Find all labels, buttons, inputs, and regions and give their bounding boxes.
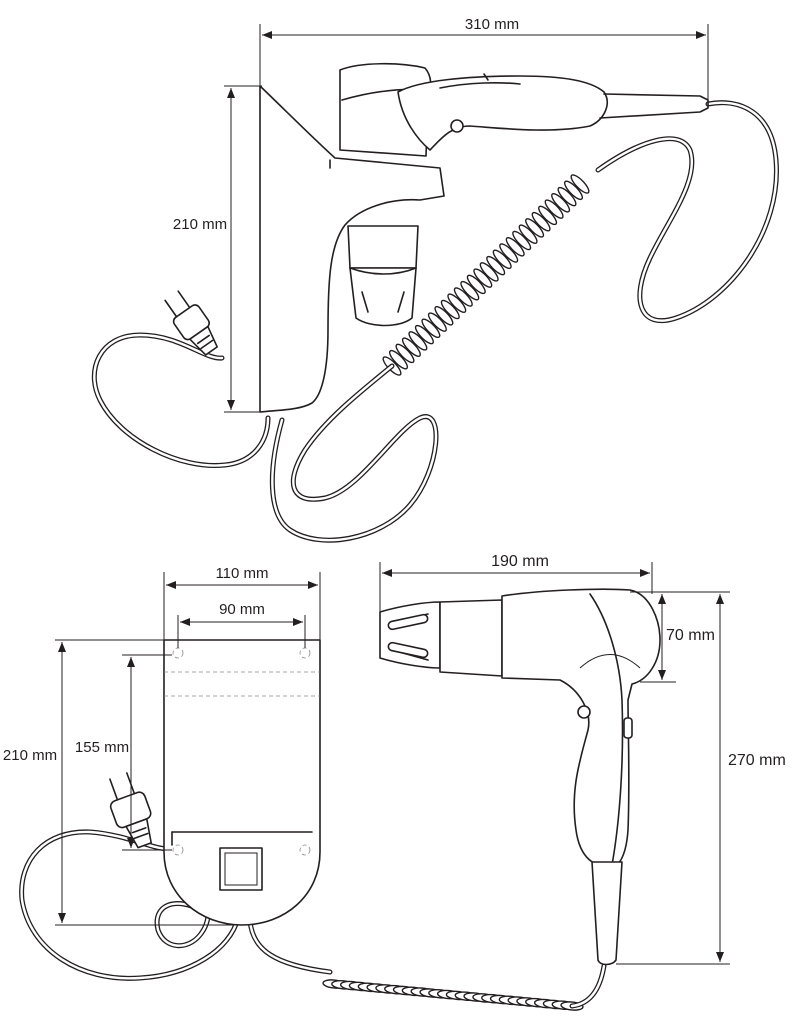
dim-270-label: 270 mm [728, 752, 786, 769]
coil-ring [479, 262, 499, 282]
coil-ring [551, 193, 571, 213]
dim-210-top: 210 mm [173, 85, 262, 413]
dim-310-label: 310 mm [465, 16, 519, 33]
dim-90: 90 mm [177, 601, 306, 648]
coil-ring [486, 255, 506, 276]
dim-270: 270 mm [616, 591, 786, 965]
side-view-assembly: 310 mm 210 mm [91, 16, 779, 543]
coil-ring [388, 349, 409, 370]
coil-ring [525, 218, 545, 238]
coil-ring [538, 205, 558, 226]
coil-ring [447, 293, 467, 313]
coil-ring [408, 331, 428, 351]
dim-190: 190 mm [379, 553, 653, 612]
coil-ring [505, 237, 525, 257]
coil-ring [427, 312, 447, 332]
dim-210-top-label: 210 mm [173, 216, 227, 233]
dim-210-bottom-label: 210 mm [3, 747, 57, 764]
dryer-front-view: 190 mm 70 mm 270 mm [322, 553, 786, 1011]
dim-90-label: 90 mm [219, 601, 265, 618]
coil-ring [531, 211, 551, 232]
coil-ring [434, 306, 454, 326]
coil-ring [518, 224, 538, 244]
coiled-cord-top [382, 174, 590, 376]
wall-plug-top [164, 290, 219, 356]
dryer-cord-bottom-loop [269, 363, 439, 543]
coil-ring [466, 274, 486, 295]
coiled-cord-bottom [322, 979, 584, 1011]
dim-155-label: 155 mm [75, 739, 129, 756]
holder-front-view: 110 mm 90 mm 210 mm 155 mm [3, 565, 333, 981]
dim-190-label: 190 mm [491, 553, 549, 570]
dim-110-label: 110 mm [215, 565, 268, 582]
coil-ring [499, 243, 519, 263]
coil-ring [563, 180, 584, 201]
wall-holder-side [259, 85, 445, 413]
dim-110: 110 mm [163, 565, 321, 640]
coil-ring [557, 186, 577, 207]
coil-ring [401, 337, 421, 357]
dryer-side-view [339, 62, 709, 327]
dim-210-bottom: 210 mm [3, 639, 238, 926]
coil-ring [395, 343, 415, 364]
coil-ring [453, 287, 473, 307]
coil-ring [473, 268, 493, 288]
dryer-cord-right-loop [595, 100, 779, 324]
coil-ring [512, 230, 532, 251]
coil-ring [421, 318, 441, 339]
coil-ring [414, 324, 434, 345]
plug-cord-left-loop [91, 332, 271, 469]
dim-310: 310 mm [259, 16, 709, 100]
dim-155: 155 mm [75, 654, 172, 851]
coil-ring [544, 199, 564, 219]
holder-plate [163, 639, 321, 926]
socket-square [219, 847, 263, 891]
coil-ring [440, 299, 460, 320]
coil-ring [570, 174, 590, 194]
coil-ring [492, 249, 512, 270]
coil-ring [460, 280, 480, 301]
dim-70-label: 70 mm [666, 627, 715, 644]
